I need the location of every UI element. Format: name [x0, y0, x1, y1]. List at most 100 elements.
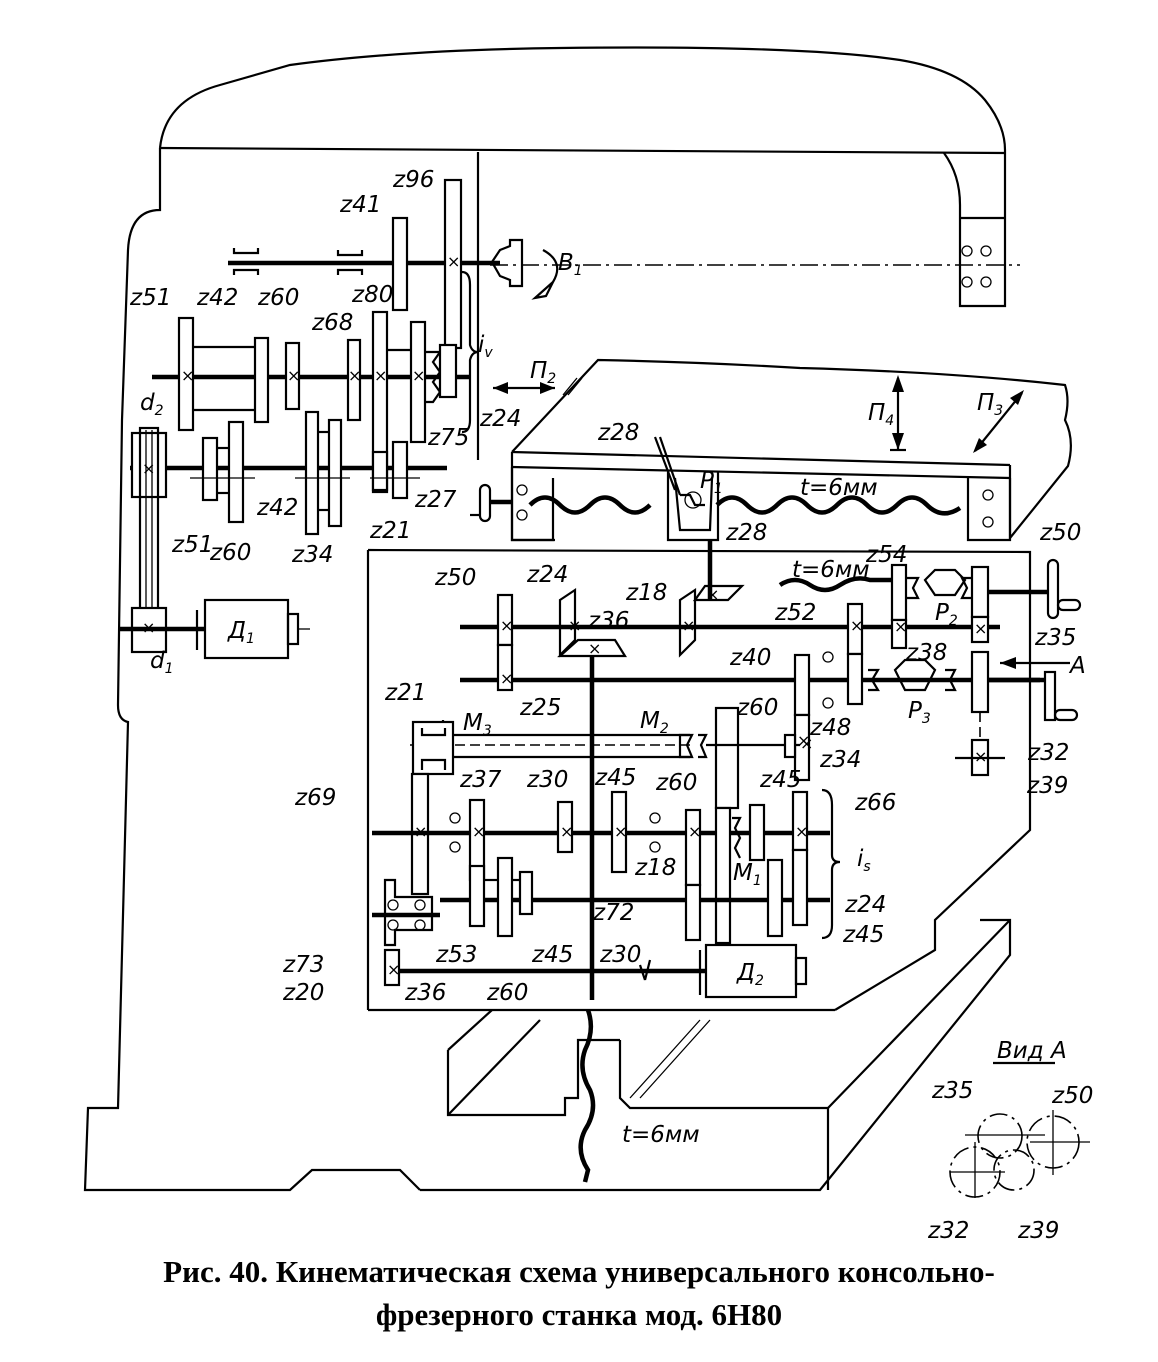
svg-text:×: × [568, 616, 581, 635]
label-z66: z66 [854, 790, 896, 816]
label-z28-a: z28 [597, 420, 639, 446]
label-z32: z32 [1027, 740, 1069, 766]
label-z45-mid: z45 [594, 765, 636, 791]
svg-text:×: × [412, 366, 425, 385]
label-motor-d1: Д1 [227, 618, 255, 647]
gear-z80 [371, 310, 389, 494]
label-view-z50: z50 [1051, 1083, 1093, 1109]
label-z75: z75 [427, 425, 469, 451]
label-p3-coupling: P3 [908, 698, 931, 727]
machine-base [420, 918, 1012, 1192]
svg-text:×: × [500, 616, 513, 635]
gear-labels: z96 z41 z51 z42 z60 z68 z80 z75 z24 z51 … [129, 167, 1093, 1244]
svg-text:×: × [850, 616, 863, 635]
label-p2-coupling: P2 [935, 600, 958, 629]
motor-d2 [698, 943, 808, 999]
gear-z21 [371, 450, 389, 492]
label-d1: d1 [150, 648, 174, 677]
label-view-z39: z39 [1017, 1218, 1059, 1244]
label-b1: B1 [558, 250, 583, 279]
figure-caption-line2: фрезерного станка мод. 6Н80 [375, 1297, 783, 1332]
label-m1: M1 [733, 860, 762, 889]
gear-z60-top [284, 341, 301, 411]
label-z28-b: z28 [725, 520, 767, 546]
label-p4-motion: П4 [868, 400, 894, 429]
symbol-labels: B1 iv П2 П4 П3 d2 d1 Д1 Д2 P1 P2 P3 M3 M… [140, 250, 1086, 1148]
label-z73: z73 [282, 952, 324, 978]
overarm-bearings [961, 245, 992, 288]
svg-text:×: × [894, 617, 907, 636]
label-z42-top: z42 [196, 285, 238, 311]
svg-text:×: × [142, 459, 155, 478]
machine-frame [83, 46, 1020, 1192]
label-z60-low: z60 [209, 540, 251, 566]
label-iv: iv [478, 332, 493, 361]
label-view-z35: z35 [931, 1078, 973, 1104]
label-z35: z35 [1034, 625, 1076, 651]
label-z53: z53 [435, 942, 477, 968]
label-is: is [857, 846, 871, 875]
gear-z42-low [304, 410, 320, 536]
svg-text:×: × [706, 585, 719, 604]
motor-d1 [195, 598, 310, 660]
svg-text:×: × [974, 619, 987, 638]
label-z60-upper: z60 [736, 695, 778, 721]
label-z25: z25 [519, 695, 561, 721]
label-view-z32: z32 [927, 1218, 969, 1244]
label-z24-box: z24 [526, 562, 568, 588]
label-z51-top: z51 [129, 285, 171, 311]
label-z41: z41 [339, 192, 381, 218]
label-z30-mid: z30 [526, 767, 568, 793]
svg-text:×: × [974, 747, 987, 766]
label-m2: M2 [640, 708, 669, 737]
svg-text:×: × [688, 822, 701, 841]
view-a-title: Вид А [997, 1038, 1067, 1064]
label-z80: z80 [351, 282, 393, 308]
label-z48: z48 [809, 715, 851, 741]
console: × × × × × × × × × × [366, 548, 1082, 1012]
svg-text:×: × [588, 639, 601, 658]
label-z72: z72 [592, 900, 634, 926]
work-table [470, 358, 1072, 600]
svg-text:×: × [800, 734, 813, 753]
label-pitch-table: t=6мм [800, 475, 878, 501]
gear-z51-low [201, 436, 219, 502]
label-z39: z39 [1026, 773, 1068, 799]
svg-text:×: × [414, 822, 427, 841]
svg-text:×: × [560, 822, 573, 841]
svg-text:×: × [500, 669, 513, 688]
label-z96: z96 [392, 167, 434, 193]
svg-text:×: × [287, 366, 300, 385]
label-z18-bevel: z18 [625, 580, 667, 606]
label-view-marker: A [1068, 653, 1086, 679]
svg-text:×: × [447, 252, 460, 271]
svg-text:×: × [682, 616, 695, 635]
svg-text:×: × [181, 366, 194, 385]
label-z34-low: z34 [291, 542, 333, 568]
label-z38: z38 [905, 640, 947, 666]
svg-text:×: × [348, 366, 361, 385]
label-z51-low: z51 [171, 532, 213, 558]
view-a-diagram [949, 1061, 1090, 1198]
label-z30-low: z30 [599, 942, 641, 968]
label-m3: M3 [463, 710, 492, 739]
gear-z24-top [438, 343, 458, 399]
gear-z42-top [253, 336, 270, 424]
label-z60-lower: z60 [655, 770, 697, 796]
label-z18-box: z18 [634, 855, 676, 881]
svg-text:×: × [614, 822, 627, 841]
label-d2: d2 [140, 390, 164, 419]
svg-text:×: × [795, 822, 808, 841]
label-z20: z20 [282, 980, 324, 1006]
label-z24-top: z24 [479, 406, 521, 432]
label-z27: z27 [414, 487, 457, 513]
gear-z27 [391, 440, 409, 500]
gear-z21-box [411, 720, 455, 776]
svg-text:×: × [472, 822, 485, 841]
pulley-d2 [130, 431, 168, 499]
label-z42-low: z42 [256, 495, 298, 521]
gear-z60-low [227, 420, 245, 524]
label-z21: z21 [369, 518, 411, 544]
figure-caption-line1: Рис. 40. Кинематическая схема универсаль… [163, 1254, 995, 1289]
label-z37: z37 [459, 767, 502, 793]
